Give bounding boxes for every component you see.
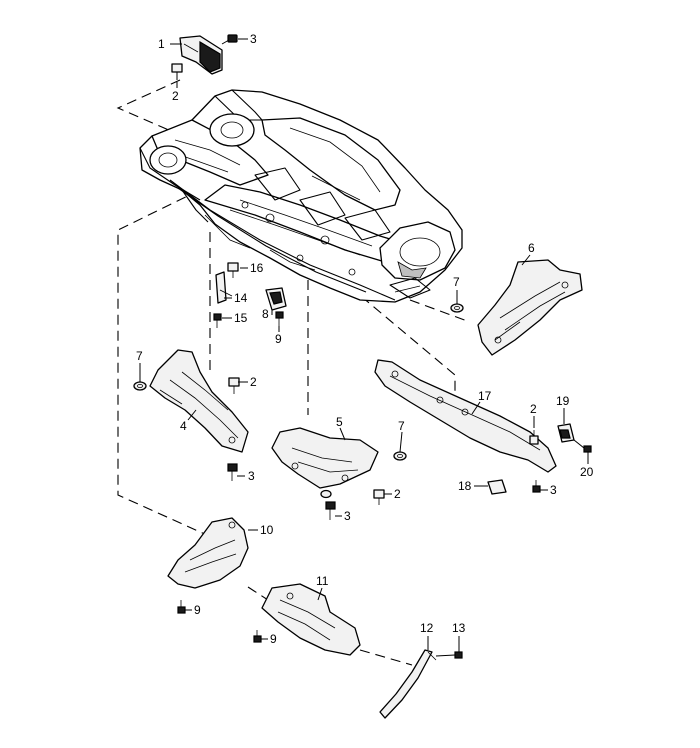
part-2-clip-c bbox=[373, 489, 385, 505]
callout-20: 20 bbox=[580, 465, 594, 479]
callout-5: 5 bbox=[336, 415, 343, 429]
callout-11: 11 bbox=[316, 574, 329, 588]
part-3-bolt-b bbox=[227, 463, 238, 481]
part-2-clip-b bbox=[228, 377, 240, 394]
part-2-clip-d bbox=[529, 430, 539, 445]
part-19-clip bbox=[557, 423, 575, 443]
part-7-nut-b bbox=[133, 381, 147, 391]
part-3-bolt-c bbox=[325, 501, 336, 520]
part-3-bolt-d bbox=[532, 480, 541, 493]
callout-8: 8 bbox=[262, 307, 269, 321]
part-13-nut bbox=[435, 651, 463, 659]
callout-3: 3 bbox=[248, 469, 255, 483]
part-7-nut-c bbox=[393, 451, 407, 461]
part-8-clip bbox=[265, 287, 287, 311]
vehicle-body-shell bbox=[139, 89, 463, 303]
callout-19: 19 bbox=[556, 394, 570, 408]
callout-9: 9 bbox=[194, 603, 201, 617]
callout-9: 9 bbox=[270, 632, 277, 646]
callout-leaders bbox=[139, 38, 589, 652]
callout-12: 12 bbox=[420, 621, 434, 635]
callout-2: 2 bbox=[172, 89, 179, 103]
callout-15: 15 bbox=[234, 311, 248, 325]
callout-7: 7 bbox=[453, 275, 460, 289]
part-1-bracket bbox=[179, 35, 223, 75]
callout-2: 2 bbox=[250, 375, 257, 389]
callout-3: 3 bbox=[550, 483, 557, 497]
part-9-screw-a bbox=[275, 311, 284, 326]
part-17-long-rail bbox=[374, 359, 557, 473]
part-20-screw bbox=[573, 439, 592, 453]
part-7-nut-a bbox=[450, 303, 464, 313]
callout-3: 3 bbox=[344, 509, 351, 523]
callout-9: 9 bbox=[275, 332, 282, 346]
callout-13: 13 bbox=[452, 621, 466, 635]
callout-2: 2 bbox=[394, 487, 401, 501]
callout-10: 10 bbox=[260, 523, 274, 537]
callout-7: 7 bbox=[398, 419, 405, 433]
part-nut-d bbox=[320, 489, 332, 499]
part-12-strut bbox=[379, 649, 437, 719]
callout-16: 16 bbox=[250, 261, 264, 275]
part-9-screw-b bbox=[177, 600, 186, 614]
part-18-pad bbox=[487, 479, 507, 495]
callout-6: 6 bbox=[528, 241, 535, 255]
part-15-screw bbox=[213, 313, 222, 328]
part-3-bolt-top bbox=[221, 34, 238, 45]
callout-18: 18 bbox=[458, 479, 472, 493]
part-9-screw-c bbox=[253, 630, 262, 643]
callout-2: 2 bbox=[530, 402, 537, 416]
callout-3: 3 bbox=[250, 32, 257, 46]
part-16-bolt bbox=[227, 262, 239, 278]
callout-4: 4 bbox=[180, 419, 187, 433]
callout-1: 1 bbox=[158, 37, 165, 51]
part-6-rear-shield bbox=[477, 259, 583, 356]
part-11-mid-shield bbox=[261, 583, 361, 656]
callout-labels: 1 3 2 6 7 16 14 15 8 9 7 2 4 3 5 7 2 3 1… bbox=[136, 32, 594, 646]
part-4-left-shield bbox=[149, 349, 249, 453]
part-2-clip-top bbox=[171, 63, 183, 80]
callout-14: 14 bbox=[234, 291, 248, 305]
part-14-bracket bbox=[215, 271, 233, 304]
part-10-front-shield bbox=[167, 517, 249, 589]
callout-7: 7 bbox=[136, 349, 143, 363]
part-5-center-shield bbox=[271, 427, 379, 489]
callout-17: 17 bbox=[478, 389, 492, 403]
